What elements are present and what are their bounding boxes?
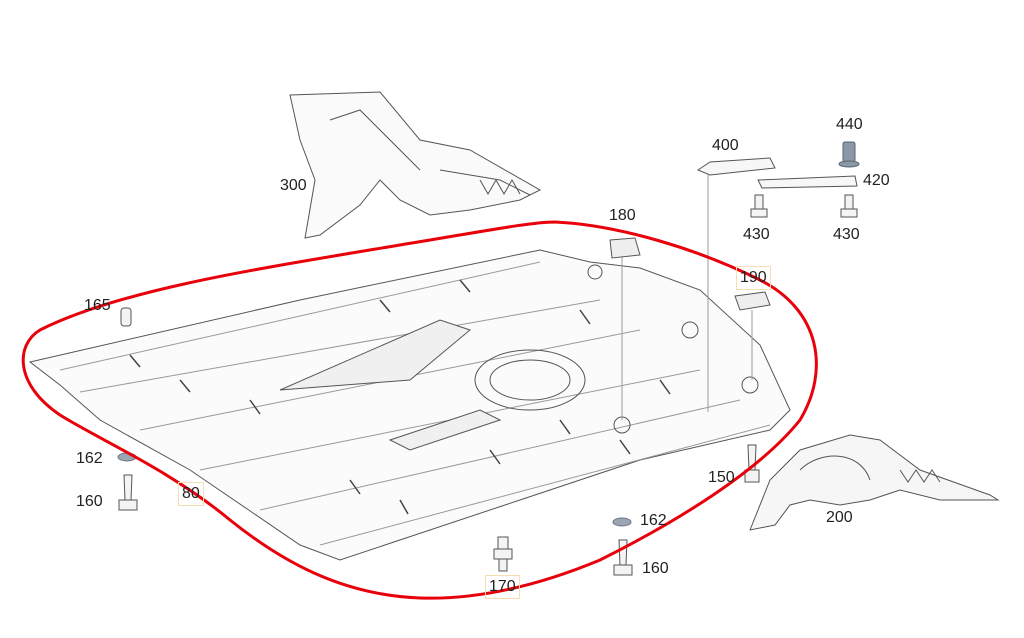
part-300-shield[interactable] bbox=[289, 91, 542, 239]
callout-160[interactable]: 160 bbox=[76, 493, 103, 510]
callout-190[interactable]: 190 bbox=[736, 266, 771, 290]
callout-150[interactable]: 150 bbox=[708, 469, 735, 486]
bracket-400[interactable] bbox=[696, 157, 776, 176]
callout-165[interactable]: 165 bbox=[84, 297, 111, 314]
callout-300[interactable]: 300 bbox=[280, 177, 307, 194]
callout-420[interactable]: 420 bbox=[863, 172, 890, 189]
callout-80[interactable]: 80 bbox=[178, 482, 204, 506]
callout-162[interactable]: 162 bbox=[640, 512, 667, 529]
screw-160[interactable] bbox=[118, 474, 633, 576]
underbody-panel-80[interactable] bbox=[28, 249, 791, 561]
callout-180[interactable]: 180 bbox=[609, 207, 636, 224]
bracket-420[interactable] bbox=[757, 175, 858, 189]
callout-430[interactable]: 430 bbox=[743, 226, 770, 243]
clip-180[interactable] bbox=[609, 237, 641, 259]
callout-400[interactable]: 400 bbox=[712, 137, 739, 154]
callout-170[interactable]: 170 bbox=[485, 575, 520, 599]
grommet-440[interactable] bbox=[838, 141, 860, 168]
callout-430[interactable]: 430 bbox=[833, 226, 860, 243]
callout-200[interactable]: 200 bbox=[826, 509, 853, 526]
pin-165[interactable] bbox=[120, 307, 132, 327]
highlight-circle bbox=[21, 220, 818, 600]
callout-440[interactable]: 440 bbox=[836, 116, 863, 133]
nut-190[interactable] bbox=[734, 291, 771, 311]
callout-160[interactable]: 160 bbox=[642, 560, 669, 577]
wheel-liner-200[interactable] bbox=[749, 434, 1000, 531]
bolt-430[interactable] bbox=[750, 194, 858, 218]
callout-162[interactable]: 162 bbox=[76, 450, 103, 467]
screw-170[interactable] bbox=[493, 536, 513, 572]
